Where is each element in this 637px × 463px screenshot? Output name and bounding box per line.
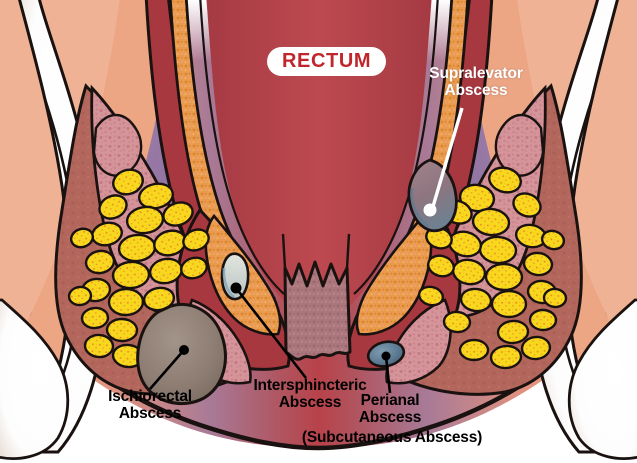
intersphincteric-abscess: [220, 252, 250, 301]
leader-lines: [149, 107, 464, 394]
rectum-label: RECTUM: [267, 47, 387, 76]
supralevator-abscess: [407, 158, 458, 233]
intersphincteric-leader-dot: [230, 282, 242, 294]
supralevator-leader-dot: [423, 203, 437, 217]
perianal-leader-dot: [381, 351, 391, 361]
right-fat-globules: [417, 166, 568, 370]
ischiorectal-leader-dot: [179, 345, 189, 355]
